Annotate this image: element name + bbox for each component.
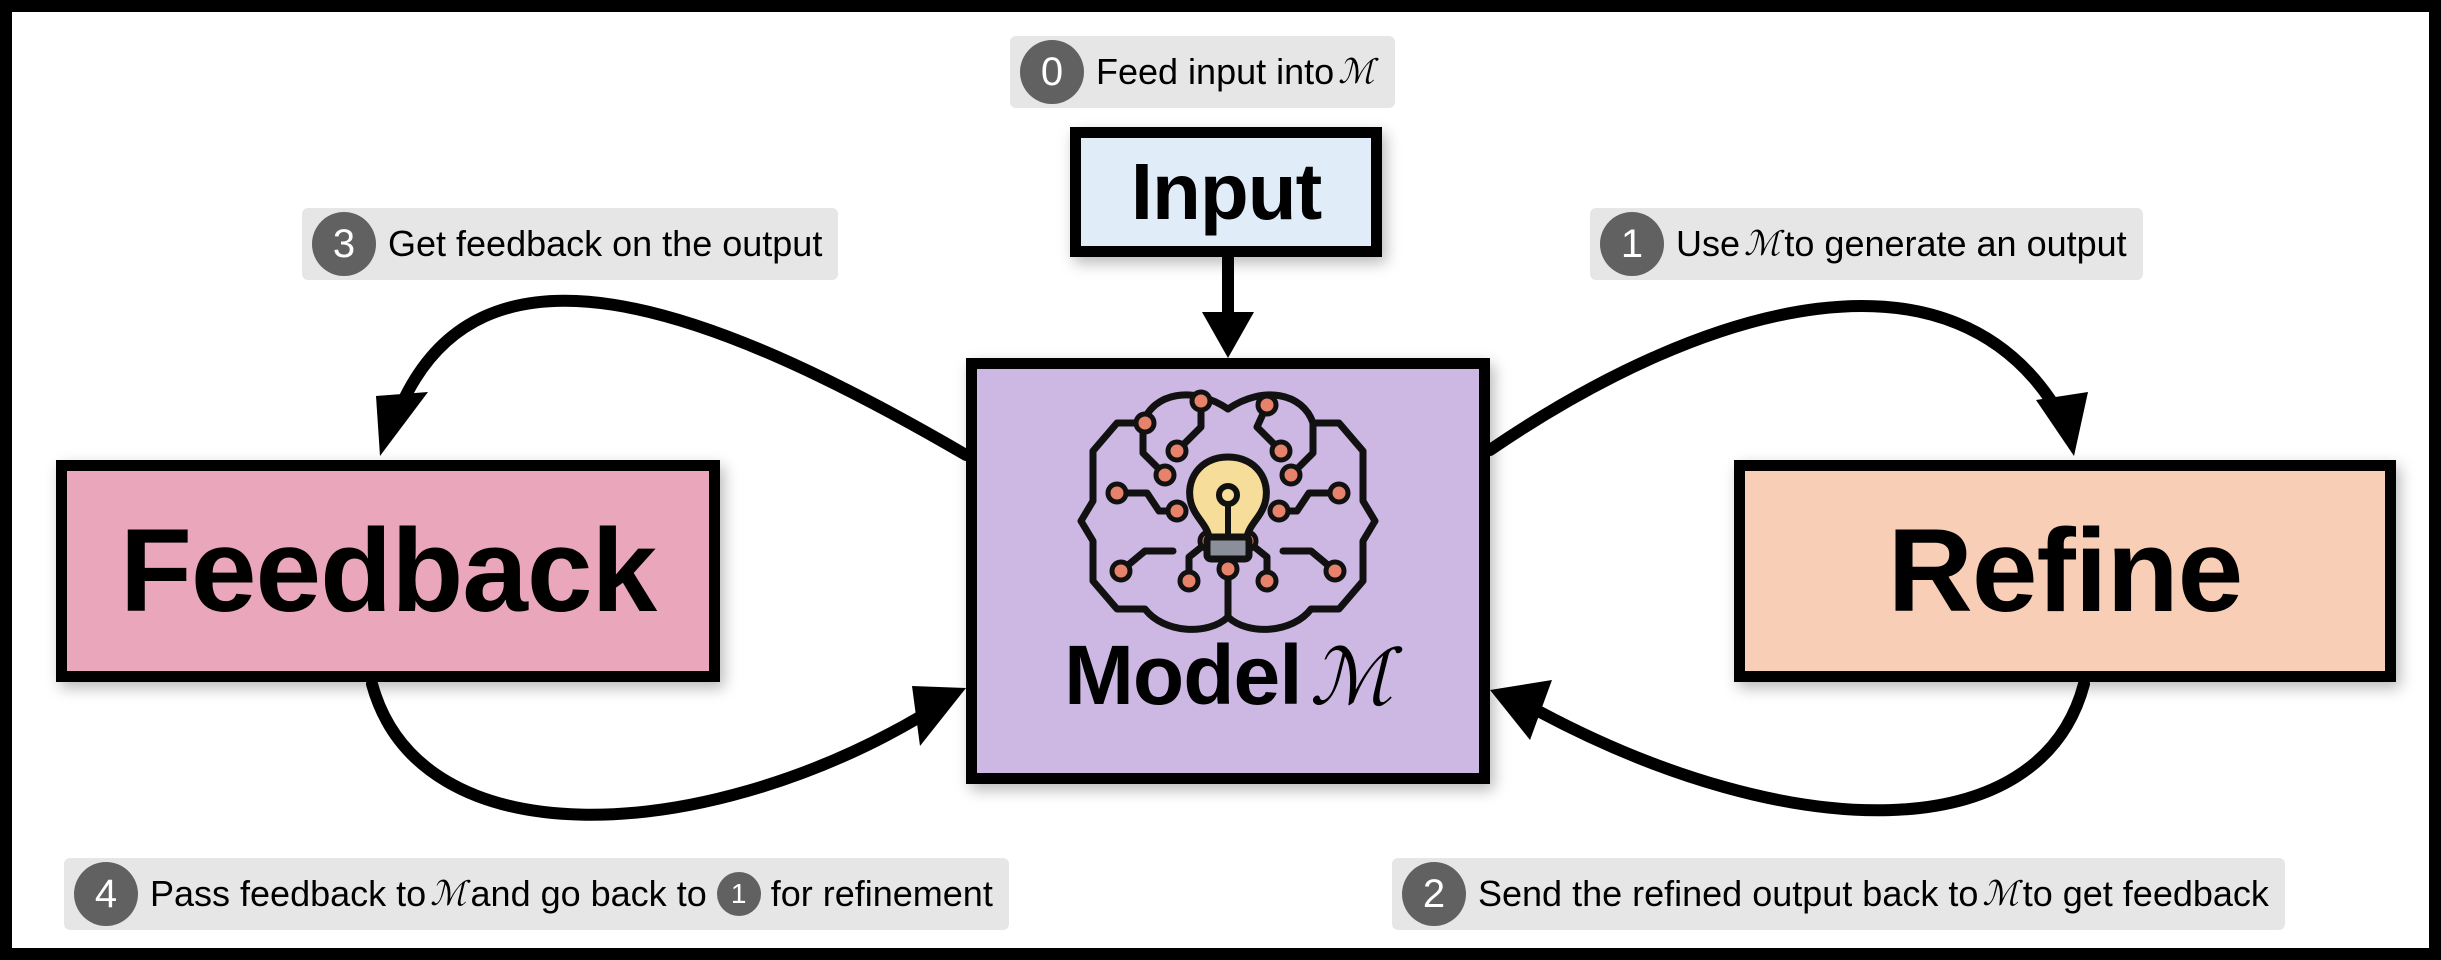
step-4-symbol: ℳ [430,874,467,914]
step-3-badge: 3 [312,212,376,276]
brain-circuit-lightbulb-icon [1077,389,1379,633]
refine-box: Refine [1734,460,2396,682]
step-2-pre: Send the refined output back to [1478,873,1979,914]
feedback-box: Feedback [56,460,720,682]
model-label-text: Model [1063,628,1303,722]
step-1-label: 1 Use ℳ to generate an output [1590,208,2143,280]
step-4-badge: 4 [74,862,138,926]
step-2-symbol: ℳ [1982,874,2019,914]
arrowhead-input [1202,312,1254,358]
step-0-badge: 0 [1020,40,1084,104]
step-1-symbol: ℳ [1744,224,1781,264]
step-3-text: Get feedback on the output [388,223,823,264]
step-1-badge: 1 [1600,212,1664,276]
step-0-label: 0 Feed input into ℳ [1010,36,1395,108]
arrowhead-model-right [1490,680,1552,740]
arrowhead-model-left [912,686,966,746]
arrowhead-feedback [376,392,428,456]
step-1-post: to generate an output [1784,223,2127,264]
step-2-label: 2 Send the refined output back to ℳ to g… [1392,858,2285,930]
input-box: Input [1070,127,1382,257]
step-4-pre: Pass feedback to [150,873,427,914]
step-3-label: 3 Get feedback on the output [302,208,839,280]
step-4-mid: and go back to [470,873,707,914]
step-0-symbol: ℳ [1338,52,1375,92]
arrow-refine-to-model [1534,678,2090,817]
arrow-model-to-feedback [394,294,972,461]
arrow-model-to-refine [1484,300,2066,456]
arrowhead-refine [2036,392,2088,456]
step-1-pre: Use [1676,223,1741,264]
model-symbol: ℳ [1309,633,1393,723]
step-0-text: Feed input into [1096,51,1335,92]
step-2-badge: 2 [1402,862,1466,926]
step-4-label: 4 Pass feedback to ℳ and go back to 1 fo… [64,858,1009,930]
step-4-post: for refinement [770,873,993,914]
step-2-post: to get feedback [2022,873,2269,914]
step-4-ref-badge: 1 [716,872,761,916]
arrow-feedback-to-model [366,678,924,821]
